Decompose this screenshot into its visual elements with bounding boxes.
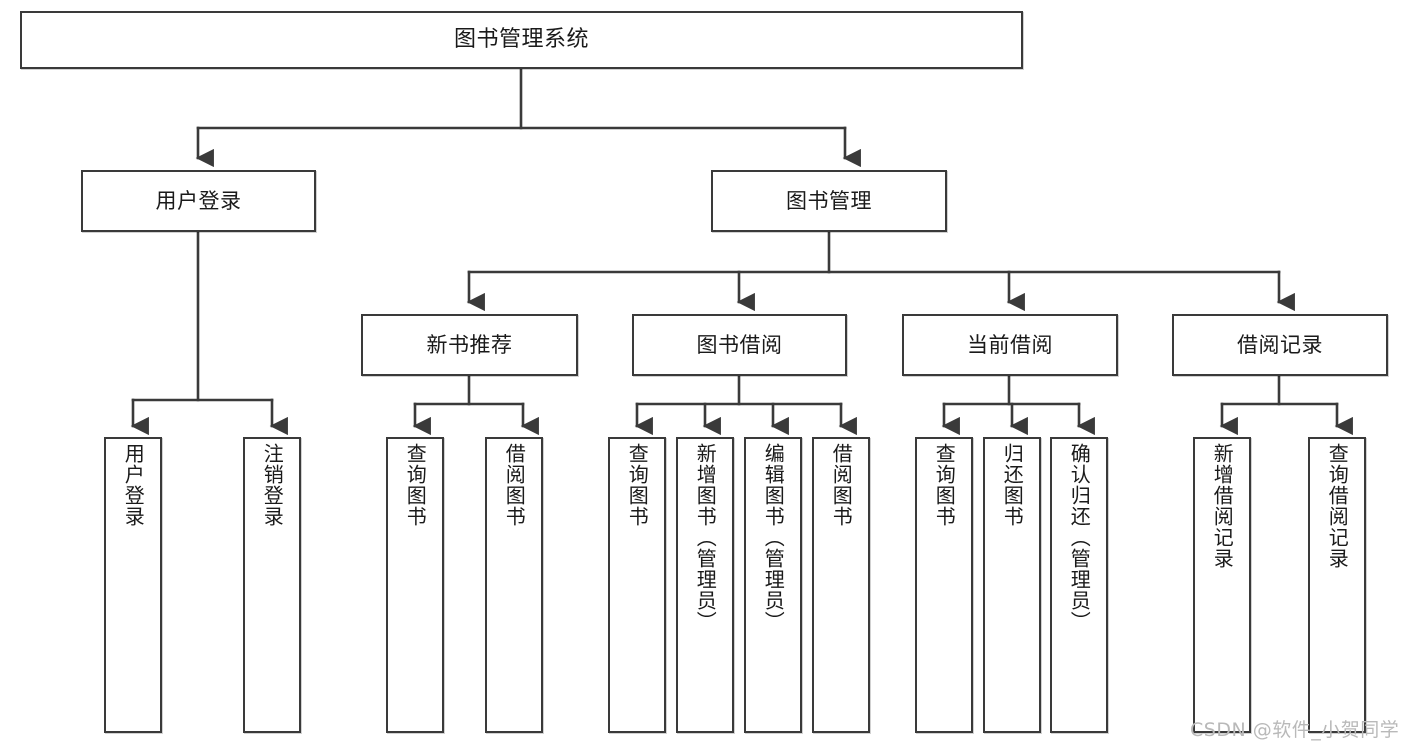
node-label: 借阅图书 [829,443,854,527]
node-label: 用户登录 [155,188,242,213]
node-label: 注销登录 [260,443,285,527]
node-new-book-recommend[interactable]: 新书推荐 [361,314,578,376]
node-book-borrow[interactable]: 图书借阅 [632,314,847,376]
node-label: 当前借阅 [967,332,1053,357]
node-current-borrow[interactable]: 当前借阅 [902,314,1118,376]
node-label: 查询图书 [625,443,650,527]
node-label: 新增借阅记录 [1210,443,1235,569]
leaf-logout-login[interactable]: 注销登录 [243,437,301,733]
node-root-book-management-system[interactable]: 图书管理系统 [20,11,1023,69]
node-label: 查询图书 [932,443,957,527]
node-label: 归还图书 [1000,443,1025,527]
leaf-return-book[interactable]: 归还图书 [983,437,1041,733]
leaf-borrow-book-recommend[interactable]: 借阅图书 [485,437,543,733]
leaf-add-borrow-record[interactable]: 新增借阅记录 [1193,437,1251,733]
node-label: 图书管理 [786,188,872,213]
node-label: 查询图书 [403,443,428,527]
leaf-edit-book-admin[interactable]: 编辑图书（管理员） [744,437,802,733]
node-label: 图书借阅 [696,332,783,357]
leaf-query-book-current[interactable]: 查询图书 [915,437,973,733]
node-label: 借阅记录 [1237,332,1323,357]
node-label: 新增图书（管理员） [693,443,718,632]
leaf-query-book-recommend[interactable]: 查询图书 [386,437,444,733]
leaf-confirm-return-admin[interactable]: 确认归还（管理员） [1050,437,1108,733]
leaf-user-login[interactable]: 用户登录 [104,437,162,733]
csdn-watermark: CSDN @软件_小贺同学 [1190,719,1400,741]
node-label: 用户登录 [121,443,146,527]
node-label: 借阅图书 [502,443,527,527]
node-label: 图书管理系统 [453,27,589,53]
leaf-query-book-borrow[interactable]: 查询图书 [608,437,666,733]
node-book-management[interactable]: 图书管理 [711,170,947,232]
node-label: 新书推荐 [426,332,513,357]
leaf-borrow-book[interactable]: 借阅图书 [812,437,870,733]
leaf-query-borrow-record[interactable]: 查询借阅记录 [1308,437,1366,733]
node-label: 编辑图书（管理员） [761,443,786,632]
node-user-login[interactable]: 用户登录 [81,170,316,232]
node-borrow-record[interactable]: 借阅记录 [1172,314,1388,376]
leaf-add-book-admin[interactable]: 新增图书（管理员） [676,437,734,733]
node-label: 确认归还（管理员） [1067,443,1092,632]
node-label: 查询借阅记录 [1325,443,1350,569]
